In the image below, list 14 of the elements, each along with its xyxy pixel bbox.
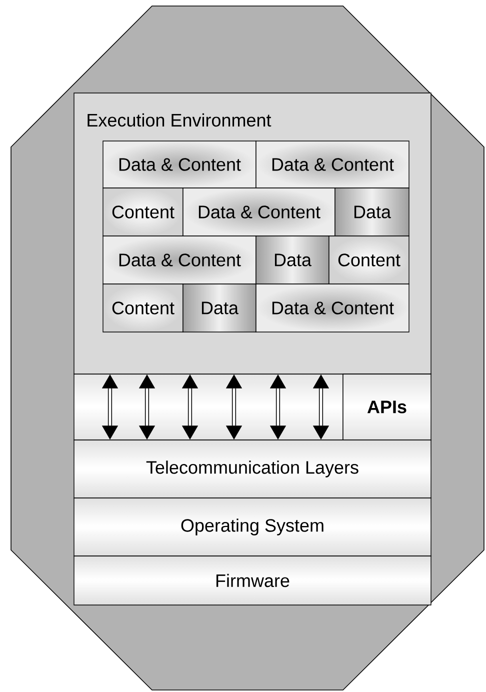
layer-band: Operating System — [74, 498, 432, 556]
content-tile: Data & Content — [182, 188, 336, 236]
content-tile: Content — [102, 284, 184, 332]
api-cell: APIs — [342, 374, 432, 440]
content-tile: Data & Content — [256, 284, 410, 332]
content-tile: Data — [256, 236, 330, 284]
content-tile: Data & Content — [102, 140, 256, 188]
content-tile: Data — [182, 284, 256, 332]
content-tile: Data & Content — [256, 140, 410, 188]
content-tile: Data & Content — [102, 236, 256, 284]
layer-band: Firmware — [74, 556, 432, 606]
content-tile: Data — [334, 188, 410, 236]
content-tile: Content — [102, 188, 184, 236]
content-tile: Content — [328, 236, 410, 284]
